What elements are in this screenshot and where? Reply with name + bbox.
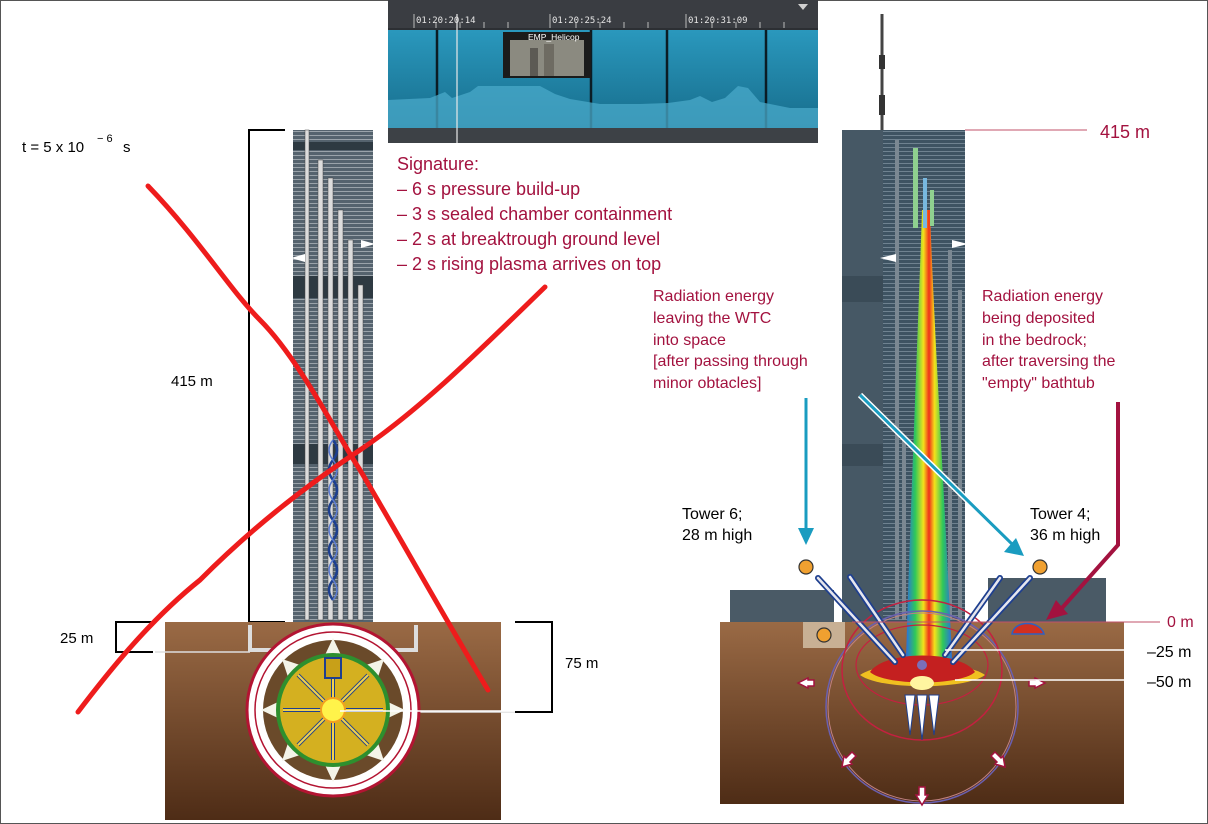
tower4-height-label: 36 m high [1030,527,1100,544]
left-diagram: t = 5 x 10 − 6 s 415 m 25 m 75 m [22,129,598,820]
time-unit: s [123,139,131,156]
signature-item: – 2 s at breaktrough ground level [397,229,660,249]
tower4-label: Tower 4; [1030,506,1090,523]
plasma-sphere-right [815,574,1045,804]
clip-label: EMP_Helicop [528,32,580,42]
radiation-left-line: [after passing through [653,353,808,370]
height-bracket [248,129,285,623]
bathtub-marker [816,627,832,643]
marker-left-a [291,254,305,262]
depth-label-right: 75 m [565,655,598,672]
radiation-right-line: after traversing the [982,353,1116,370]
cross-out-annotation [75,183,548,715]
depth-bracket-right [515,621,553,713]
radiation-right-line: Radiation energy [982,288,1103,305]
depth-25-label: –25 m [1147,644,1191,661]
timestamp-1: 01:20:20:14 [416,16,476,26]
tower6-marker [798,559,814,575]
radiation-left-line: leaving the WTC [653,310,771,327]
tower-right-shafts [895,140,962,620]
timestamp-2: 01:20:25:24 [552,16,612,26]
signature-block: Signature: – 6 s pressure build-up – 3 s… [397,154,672,274]
radiation-right-line: "empty" bathtub [982,375,1095,392]
tower6-height-label: 28 m high [682,527,752,544]
time-label: t = 5 x 10 [22,139,84,156]
radiation-left-line: into space [653,332,726,349]
right-diagram: 415 m [653,14,1194,807]
radiation-left-text: Radiation energy leaving the WTC into sp… [653,288,808,392]
audio-waveform [388,86,818,128]
top-height-label: 415 m [1100,122,1150,142]
arrow-into-bedrock [858,393,1015,547]
signature-item: – 2 s rising plasma arrives on top [397,254,661,274]
marker-left-b [361,240,375,248]
deposit-blob [1011,622,1045,635]
radiation-right-line: being deposited [982,310,1095,327]
radiation-right-line: in the bedrock; [982,332,1087,349]
radiation-right-text: Radiation energy being deposited in the … [982,288,1116,392]
radiation-beam [906,210,952,660]
depth-bracket-left [115,621,153,653]
signature-item: – 6 s pressure build-up [397,179,580,199]
time-exponent: − 6 [97,133,113,145]
timeline-panel[interactable]: 01:20:20:14 01:20:25:24 01:20:31:09 EMP_… [388,0,818,143]
depth-label-left: 25 m [60,630,93,647]
ground-level-label: 0 m [1167,614,1194,631]
radiation-left-line: Radiation energy [653,288,774,305]
depth-50-label: –50 m [1147,674,1191,691]
timestamp-3: 01:20:31:09 [688,16,748,26]
scroll-arrow-icon[interactable] [798,4,808,10]
signature-heading: Signature: [397,154,479,174]
radiation-left-line: minor obtacles] [653,375,762,392]
timeline-ruler [413,14,785,28]
arrow-deposited [1060,402,1120,610]
tower6-label: Tower 6; [682,506,742,523]
signature-item: – 3 s sealed chamber containment [397,204,672,224]
tower6-building [730,590,834,622]
tower4-marker [1032,559,1048,575]
tower4-building [988,578,1106,622]
height-label: 415 m [171,373,213,390]
plasma-sphere-left [245,622,421,798]
